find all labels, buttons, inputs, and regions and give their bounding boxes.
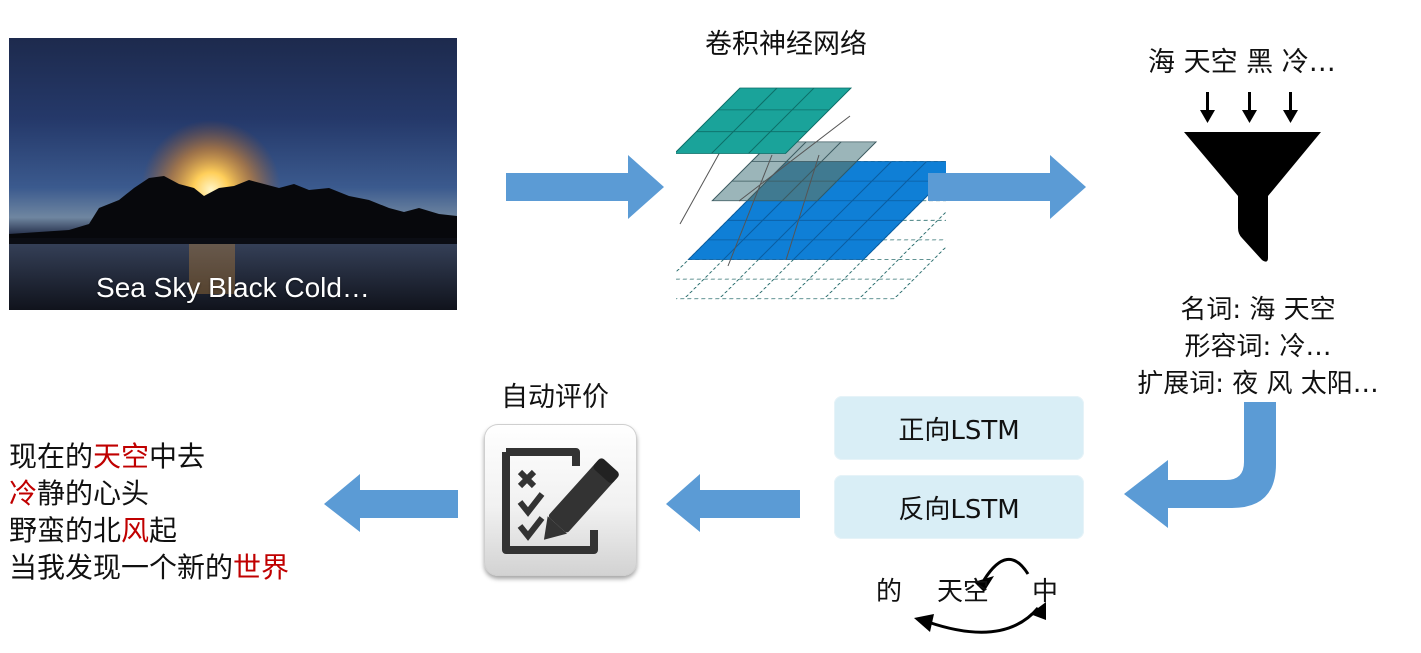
checklist-pencil-icon <box>502 448 619 554</box>
forward-lstm-label: 正向LSTM <box>898 415 1020 446</box>
pos-word-list: 名词: 海 天空 形容词: 冷… 扩展词: 夜 风 太阳… <box>1110 292 1406 403</box>
poem-line: 野蛮的北风起 <box>9 512 289 549</box>
cnn-title: 卷积神经网络 <box>705 29 867 60</box>
arrow-left-1 <box>666 474 800 532</box>
forward-lstm-box: 正向LSTM <box>834 396 1084 460</box>
poem-keyword: 天空 <box>93 440 150 473</box>
cnn-input-grid <box>687 161 946 260</box>
poem-text: 野蛮的北 <box>9 514 122 547</box>
word-zhong: 中 <box>1032 577 1059 607</box>
evaluation-icon <box>484 424 637 576</box>
photo-caption: Sea Sky Black Cold… <box>96 272 370 303</box>
adjective-line: 形容词: 冷… <box>1184 332 1332 362</box>
poem-text: 中去 <box>149 440 206 473</box>
detected-words: 海 天空 黑 冷… <box>1148 47 1336 78</box>
poem-line: 现在的天空中去 <box>9 438 289 475</box>
evaluation-title: 自动评价 <box>501 382 609 413</box>
funnel-icon <box>1184 92 1321 262</box>
poem-text: 当我发现一个新的 <box>9 551 234 584</box>
sunset-photo: Sea Sky Black Cold… <box>9 38 457 310</box>
arrow-right-1 <box>506 155 664 219</box>
poem-text: 静的心头 <box>37 477 150 510</box>
word-sky: 天空 <box>937 577 990 607</box>
bidirectional-arrows <box>914 557 1046 634</box>
cnn-diagram <box>676 87 946 300</box>
arrow-left-2 <box>324 474 458 532</box>
poem-line: 当我发现一个新的世界 <box>9 549 289 586</box>
down-arrows-icon <box>1200 92 1298 123</box>
cnn-projection-lines <box>679 115 851 267</box>
backward-lstm-label: 反向LSTM <box>898 494 1020 525</box>
poem-keyword: 冷 <box>9 477 38 510</box>
noun-line: 名词: 海 天空 <box>1180 295 1336 325</box>
cnn-kernel <box>711 141 878 202</box>
cnn-output-grid <box>676 87 853 154</box>
poem-text: 现在的 <box>9 440 94 473</box>
poem-keyword: 世界 <box>233 551 290 584</box>
expanded-line: 扩展词: 夜 风 太阳… <box>1137 369 1379 399</box>
sunset-scene <box>9 120 457 310</box>
poem-keyword: 风 <box>121 514 150 547</box>
arrow-curved <box>1124 402 1276 528</box>
word-de: 的 <box>876 577 903 607</box>
generated-poem: 现在的天空中去冷静的心头野蛮的北风起当我发现一个新的世界 <box>9 438 289 586</box>
poem-text: 起 <box>149 514 178 547</box>
poem-line: 冷静的心头 <box>9 475 289 512</box>
backward-lstm-box: 反向LSTM <box>834 475 1084 539</box>
arrow-right-2 <box>928 155 1086 219</box>
